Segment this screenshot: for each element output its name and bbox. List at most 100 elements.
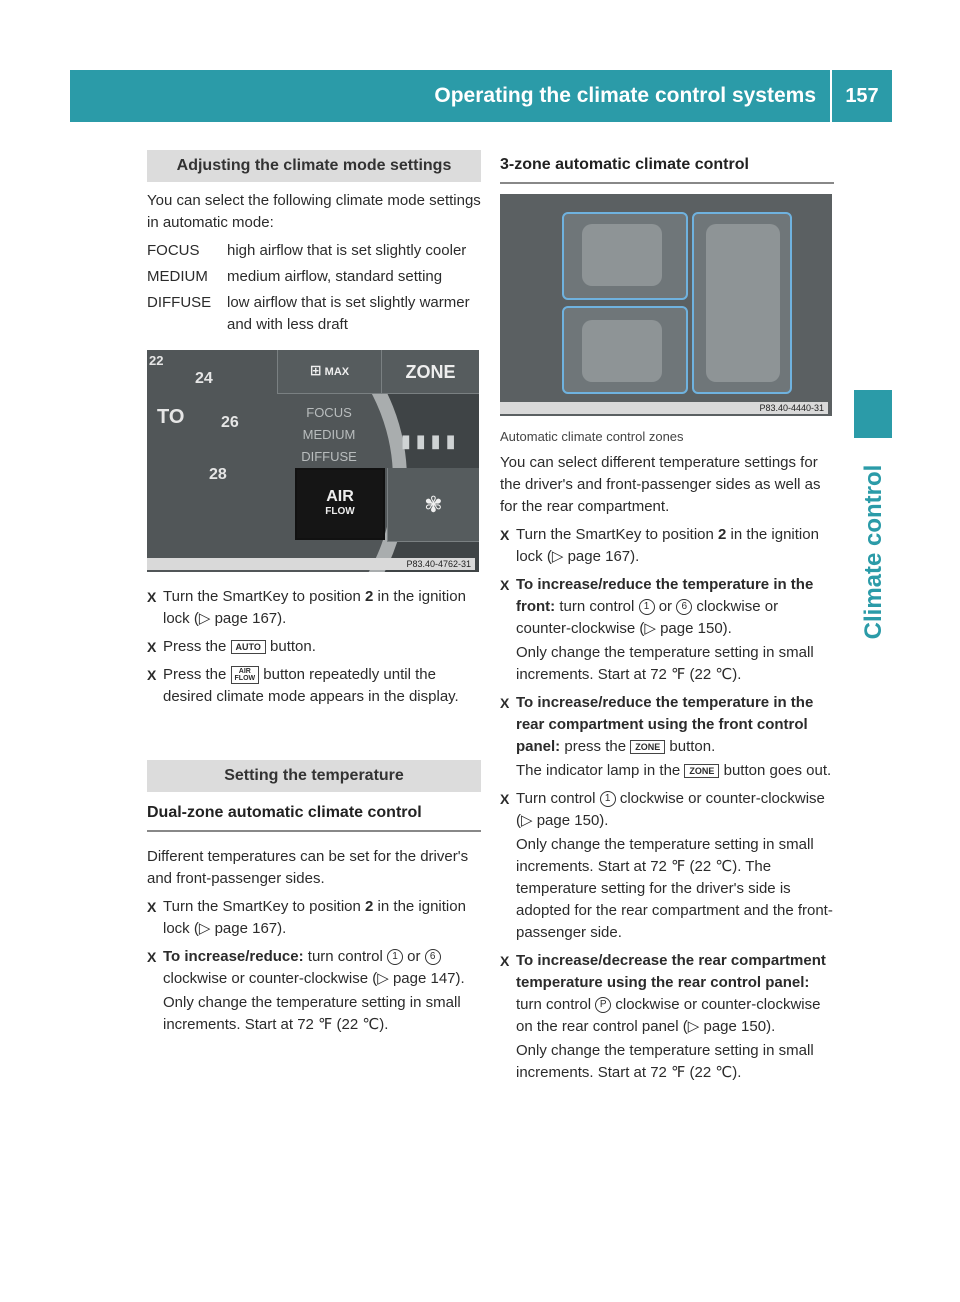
step-bold: 2 — [365, 898, 374, 915]
chapter-tab-label: Climate control — [852, 442, 896, 662]
fan-icon: ✾ — [424, 492, 443, 517]
dual-zone-intro: Different temperatures can be set for th… — [147, 848, 469, 887]
step-marker: X — [500, 953, 510, 969]
dial-text: TO — [157, 406, 185, 428]
step-text: or — [654, 598, 677, 615]
air-flow-button: AIR FLOW — [295, 468, 385, 540]
zone-button-icon: ZONE — [630, 740, 666, 755]
control-p-icon: P — [595, 997, 612, 1014]
step-text: Press the — [163, 666, 231, 683]
step-text: button repeatedly until the desired clim… — [163, 666, 459, 705]
seat — [706, 224, 780, 382]
instruction-step: X To increase/decrease the rear compartm… — [500, 950, 834, 1084]
mode-indicator: MEDIUM — [302, 427, 356, 442]
page-header-title: Operating the climate control systems — [434, 84, 816, 107]
step-note: Only change the temperature setting in s… — [516, 1042, 814, 1081]
step-text: Turn the SmartKey to position — [163, 898, 366, 915]
defrost-icon: ⊞ — [309, 362, 322, 378]
instruction-step: X Turn the SmartKey to position 2 in the… — [147, 896, 481, 940]
key-bottom-label: FLOW — [234, 675, 256, 683]
page-ref-icon: ▷ — [521, 812, 533, 829]
step-text: in the ignition lock ( — [163, 588, 466, 627]
step-note: The indicator lamp in the — [516, 762, 685, 779]
left-column: Adjusting the climate mode settings You … — [147, 150, 481, 1036]
step-note: Only change the temperature setting in s… — [516, 836, 833, 941]
step-text: or — [403, 948, 421, 965]
step-text: ). — [277, 610, 287, 627]
step-bold: To increase/reduce the temperature in th… — [516, 576, 814, 615]
page-reference: page 150 — [536, 812, 600, 829]
flow-label: FLOW — [325, 506, 355, 517]
figure-caption: Automatic climate control zones — [500, 429, 684, 444]
page-ref-icon: ▷ — [377, 970, 389, 987]
step-marker: X — [147, 667, 157, 683]
control-6-icon: 6 — [424, 949, 441, 966]
subheading-3-zone: 3-zone automatic climate control — [500, 154, 834, 184]
mode-name: DIFFUSE — [147, 294, 212, 311]
section-heading-temperature: Setting the temperature — [147, 760, 481, 792]
climate-mode-list: FOCUS high airflow that is set slightly … — [147, 240, 481, 336]
step-text: Turn control — [516, 790, 600, 807]
dial-number: 28 — [209, 466, 227, 483]
header-divider — [830, 70, 832, 122]
step-text: turn control — [516, 996, 596, 1013]
fan-speed-bars: ▮▮▮▮ — [401, 431, 461, 451]
page-reference: page 147 — [392, 970, 456, 987]
seat — [582, 224, 662, 286]
chapter-label-text: Climate control — [860, 464, 887, 640]
zone-button: ZONE — [381, 350, 479, 394]
mode-desc: medium airflow, standard setting — [227, 268, 443, 285]
control-1-icon: 1 — [387, 949, 403, 966]
car-zones-figure: P83.40-4440-31 — [500, 194, 832, 416]
page-reference: page 167 — [567, 548, 631, 565]
step-text: press the — [560, 738, 631, 755]
step-text: clockwise or counter-clockwise ( — [516, 598, 779, 637]
control-panel-figure: 22 24 TO 26 28 ⊞ MAX ZONE FOCUS MEDIUM D… — [147, 350, 479, 572]
chapter-tab-marker — [854, 390, 892, 438]
step-text: turn control — [303, 948, 387, 965]
step-text: Turn the SmartKey to position — [163, 588, 366, 605]
page-ref-icon: ▷ — [198, 920, 211, 937]
page-ref-icon: ▷ — [198, 610, 211, 627]
page-ref-icon: ▷ — [687, 1018, 700, 1035]
page-reference: page 150 — [703, 1018, 767, 1035]
step-text: clockwise or counter-clockwise on the re… — [516, 996, 821, 1035]
page-reference: page 167 — [214, 920, 278, 937]
step-text: clockwise or counter-clockwise ( — [163, 970, 378, 987]
figure-code: P83.40-4762-31 — [147, 558, 475, 570]
instruction-step: X Press the AUTO button. — [147, 636, 481, 658]
step-marker: X — [500, 791, 510, 807]
step-note: Only change the temperature setting in s… — [516, 644, 814, 683]
step-text: turn control — [555, 598, 639, 615]
control-1-icon: 1 — [638, 599, 655, 616]
dial-number: 22 — [149, 353, 164, 368]
step-text: ). — [722, 620, 732, 637]
mode-desc: high airflow that is set slightly cooler — [227, 242, 467, 259]
step-text: ). — [630, 548, 640, 565]
step-text: ). — [766, 1018, 776, 1035]
step-note: button goes out. — [719, 762, 832, 779]
instruction-step: X Turn control 1 clockwise or counter-cl… — [500, 788, 834, 944]
step-marker: X — [147, 639, 157, 655]
mode-indicator: FOCUS — [306, 405, 352, 420]
step-bold: To increase/reduce: — [163, 948, 304, 965]
page-header: Operating the climate control systems 15… — [70, 70, 892, 122]
max-defrost-button: ⊞ MAX — [277, 350, 381, 394]
dial-number: 24 — [195, 370, 213, 387]
instruction-step: X To increase/reduce: turn control 1 or … — [147, 946, 481, 1036]
step-text: clockwise or counter-clockwise ( — [516, 790, 825, 829]
page-reference: page 167 — [214, 610, 278, 627]
step-marker: X — [500, 527, 510, 543]
step-bold: 2 — [365, 588, 374, 605]
mode-desc: low airflow that is set slightly warmer … — [227, 294, 470, 333]
page-reference: page 150 — [660, 620, 723, 637]
instruction-step: X Turn the SmartKey to position 2 in the… — [500, 524, 834, 568]
step-marker: X — [147, 589, 157, 605]
mode-name: MEDIUM — [147, 268, 208, 285]
climate-mode-intro: You can select the following climate mod… — [147, 192, 481, 231]
instruction-step: X To increase/reduce the temperature in … — [500, 692, 834, 782]
step-text: ). — [277, 920, 287, 937]
step-text: ). — [599, 812, 609, 829]
step-marker: X — [147, 949, 157, 965]
